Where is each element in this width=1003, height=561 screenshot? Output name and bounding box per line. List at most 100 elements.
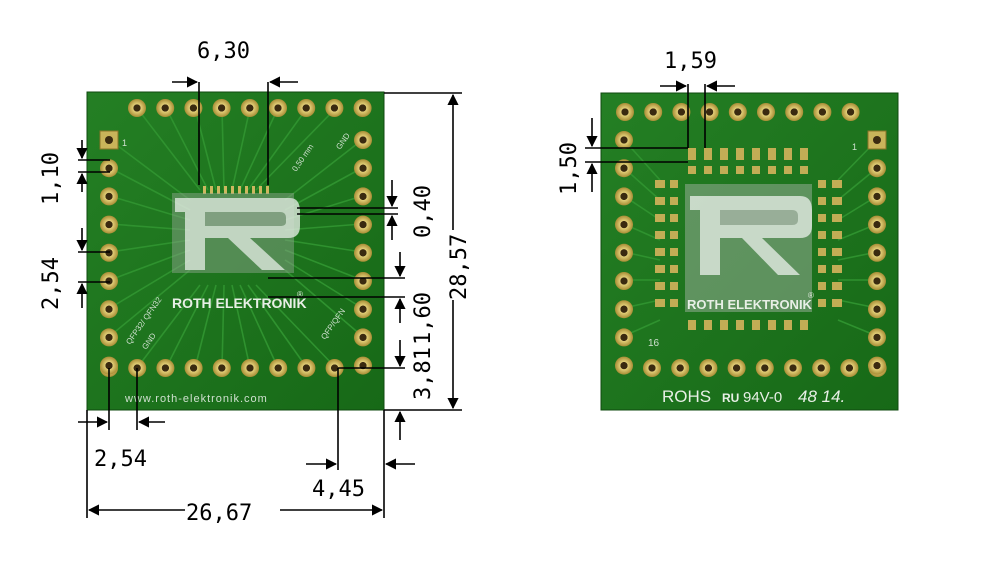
- dim-corner-offset: 4,45: [312, 477, 365, 502]
- through-hole-pad: [240, 99, 259, 117]
- front-registered-mark: ®: [297, 290, 303, 299]
- smd-pad: [832, 299, 842, 307]
- through-hole-pad: [100, 356, 118, 375]
- ul-mark-label: RU: [722, 391, 739, 405]
- front-dimension-lines: [76, 76, 462, 518]
- smd-pad: [670, 197, 678, 205]
- through-hole-pad: [615, 131, 633, 149]
- through-hole-pad: [100, 159, 118, 178]
- back-registered-mark: ®: [808, 291, 814, 300]
- smd-pad: [818, 197, 826, 205]
- brand-logo: [172, 193, 300, 273]
- smd-pad: [818, 265, 826, 273]
- smd-pad: [832, 282, 842, 290]
- dim-pad-length: 1,60: [411, 292, 436, 345]
- smd-pad: [818, 231, 826, 239]
- smd-pad: [832, 248, 842, 256]
- through-hole-pad: [354, 272, 372, 290]
- back-pin-sixteen-label: 16: [648, 338, 660, 349]
- through-hole-drill: [105, 136, 113, 144]
- through-hole-pad: [128, 99, 146, 117]
- through-hole-pad: [868, 328, 886, 347]
- smd-pad: [655, 197, 665, 205]
- through-hole-pad: [728, 103, 747, 121]
- through-hole-pad: [643, 359, 661, 377]
- through-hole-pad: [354, 328, 372, 347]
- through-hole-pad: [297, 99, 316, 117]
- smd-pad: [655, 299, 665, 307]
- smd-pad: [818, 248, 826, 256]
- through-hole-pad: [615, 328, 633, 347]
- through-hole-pad: [212, 359, 231, 377]
- smd-pad: [670, 248, 678, 256]
- smd-pad: [670, 299, 678, 307]
- rating-label: 94V-0: [743, 389, 782, 406]
- through-hole-pad: [868, 272, 886, 290]
- through-hole-pad: [615, 159, 633, 178]
- through-hole-pad: [100, 300, 118, 319]
- through-hole-pad: [615, 356, 633, 375]
- pcb-back: ROTH ELEKTRONIK ® 1 16 ROHS RU 94V-0 48 …: [600, 92, 899, 411]
- through-hole-pad: [868, 215, 886, 234]
- smd-pad: [720, 166, 728, 174]
- smd-pad: [768, 148, 776, 160]
- smd-pad: [720, 320, 728, 330]
- through-hole-pad: [784, 359, 802, 377]
- through-hole-pad: [100, 328, 118, 347]
- smd-pad: [655, 231, 665, 239]
- through-hole-pad: [755, 359, 774, 377]
- smd-pad: [832, 214, 842, 222]
- back-brand-logo: [690, 196, 812, 275]
- through-hole-pad: [615, 243, 633, 262]
- through-hole-pad: [184, 359, 203, 377]
- through-hole-pad: [671, 359, 690, 377]
- smd-pad: [736, 320, 744, 330]
- dim-left-lower: 2,54: [39, 257, 64, 310]
- through-hole-pad: [353, 99, 372, 117]
- front-brand-label: ROTH ELEKTRONIK: [172, 295, 307, 311]
- through-hole-pad: [184, 99, 203, 117]
- front-through-holes: [99, 99, 372, 377]
- through-hole-pad: [672, 103, 691, 121]
- smd-pads: [203, 186, 269, 194]
- through-hole-pad: [100, 272, 118, 290]
- through-hole-pad: [644, 103, 663, 121]
- through-hole-pad: [615, 215, 633, 234]
- back-smd-pads: [655, 148, 842, 330]
- through-hole-pad: [354, 215, 372, 234]
- smd-pad: [832, 265, 842, 273]
- through-hole-pad: [156, 99, 175, 117]
- through-hole-pad: [269, 99, 287, 117]
- smd-pad: [688, 320, 696, 330]
- dim-hole-offset: 3,81: [411, 347, 436, 400]
- through-hole-pad: [841, 103, 860, 121]
- dim-right-side: 1,50: [557, 142, 582, 195]
- front-url-label: www.roth-elektronik.com: [124, 393, 268, 405]
- dim-top-pitch: 6,30: [197, 39, 250, 64]
- smd-pad: [670, 265, 678, 273]
- smd-pad: [655, 282, 665, 290]
- through-hole-pad: [325, 99, 344, 117]
- smd-pad: [800, 148, 808, 160]
- rohs-label: ROHS: [662, 387, 711, 406]
- smd-pad: [784, 166, 792, 174]
- dim-pad-gap: 0,40: [411, 185, 436, 238]
- smd-pad: [768, 320, 776, 330]
- smd-pad: [818, 299, 826, 307]
- through-hole-pad: [354, 243, 372, 262]
- through-hole-pad: [241, 359, 259, 377]
- dim-bottom-pitch: 2,54: [94, 447, 147, 472]
- smd-pad: [832, 231, 842, 239]
- through-hole-pad: [354, 300, 372, 319]
- smd-pad: [670, 231, 678, 239]
- smd-pad: [784, 148, 792, 160]
- back-dimension-lines: [585, 80, 735, 192]
- smd-pad: [670, 180, 678, 188]
- through-hole-pad: [269, 359, 288, 377]
- smd-pad: [752, 320, 760, 330]
- smd-pad: [832, 197, 842, 205]
- smd-pad: [704, 148, 712, 160]
- smd-pad: [704, 166, 712, 174]
- through-hole-pad: [325, 359, 344, 377]
- through-hole-pad: [868, 243, 886, 262]
